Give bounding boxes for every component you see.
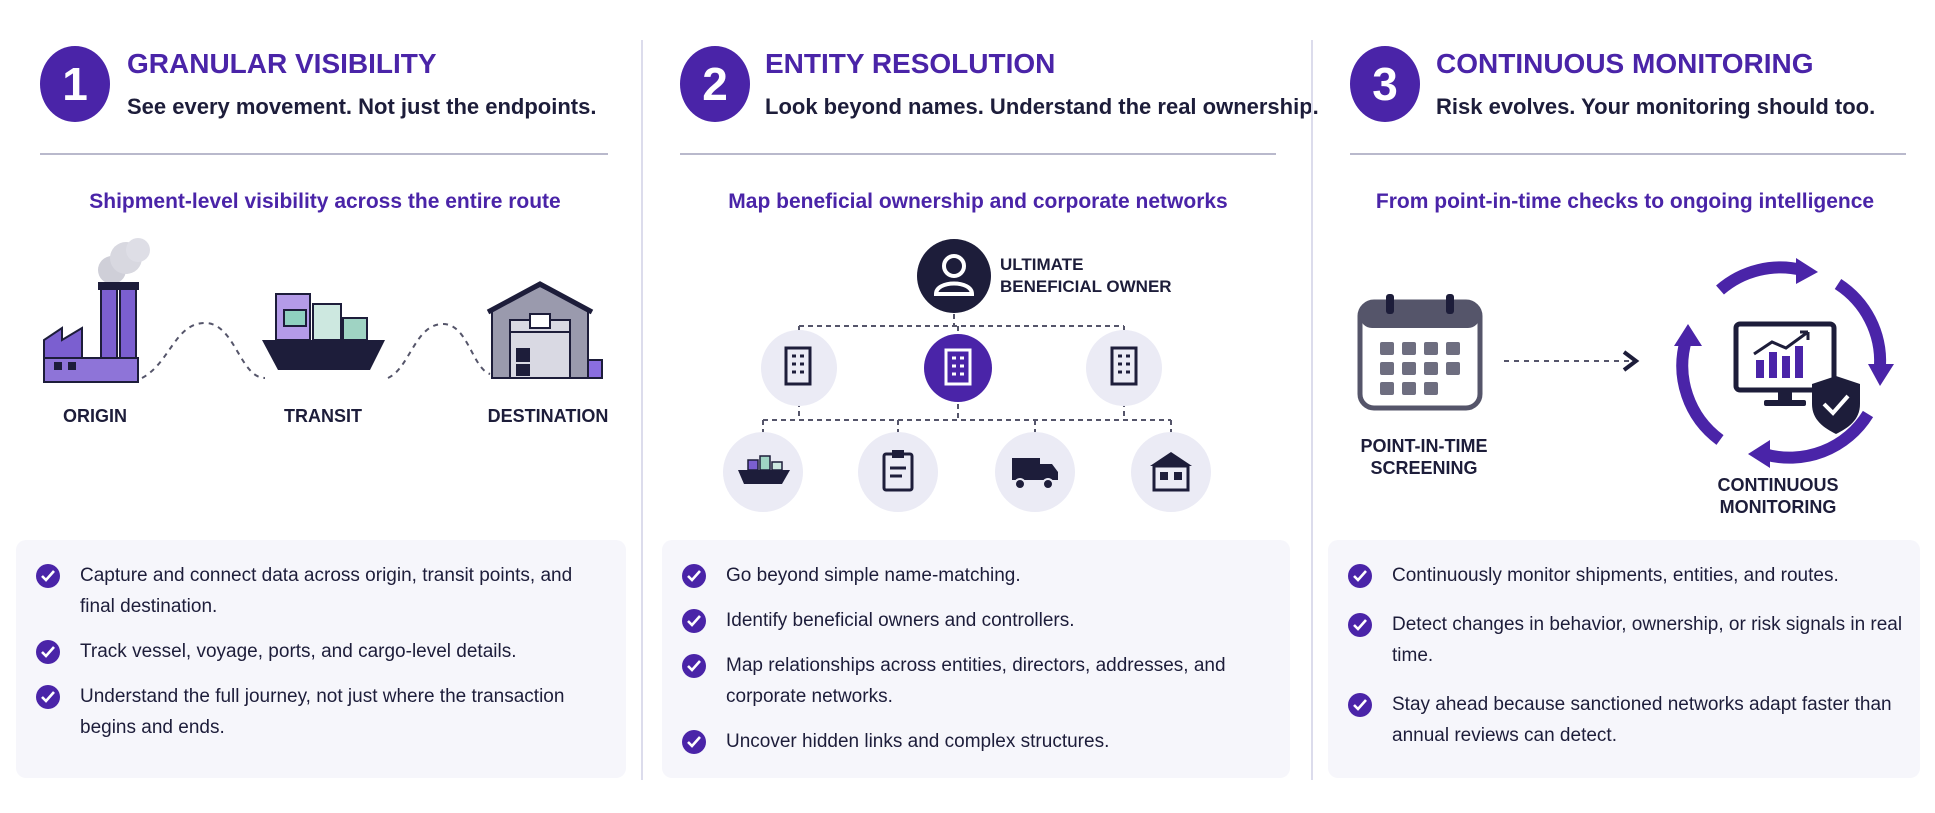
panel-subtitle: See every movement. Not just the endpoin… bbox=[127, 94, 597, 119]
panel-subtitle: Look beyond names. Understand the real o… bbox=[765, 94, 1319, 119]
monitoring-illustration bbox=[1357, 258, 1894, 468]
arrow-right-icon bbox=[1504, 350, 1640, 372]
panel-title: ENTITY RESOLUTION bbox=[765, 48, 1056, 79]
office-building-icon bbox=[1086, 330, 1162, 406]
panel-entity-resolution: 2 ENTITY RESOLUTION Look beyond names. U… bbox=[642, 0, 1319, 790]
check-icon bbox=[682, 564, 706, 588]
bullet-box: Capture and connect data across origin, … bbox=[16, 540, 626, 778]
bullet-box: Go beyond simple name-matching. Identify… bbox=[662, 540, 1290, 778]
check-icon bbox=[36, 685, 60, 709]
destination-label: DESTINATION bbox=[487, 406, 609, 426]
list-item: Detect changes in behavior, ownership, o… bbox=[1348, 609, 1906, 671]
check-icon bbox=[682, 609, 706, 633]
divider bbox=[40, 153, 608, 155]
ownership-network-diagram: ULTIMATE BENEFICIAL OWNER bbox=[723, 239, 1211, 512]
cargo-ship-icon bbox=[723, 432, 803, 512]
list-item: Continuously monitor shipments, entities… bbox=[1348, 560, 1906, 591]
section-heading: From point-in-time checks to ongoing int… bbox=[1375, 190, 1875, 213]
continuous-label-line2: MONITORING bbox=[1719, 497, 1837, 517]
office-building-icon bbox=[924, 334, 992, 402]
owner-label-line2: BENEFICIAL OWNER bbox=[1000, 277, 1172, 296]
delivery-truck-icon bbox=[995, 432, 1075, 512]
panel-title: CONTINUOUS MONITORING bbox=[1436, 48, 1814, 79]
bullet-list: Go beyond simple name-matching. Identify… bbox=[682, 560, 1276, 771]
section-heading: Map beneficial ownership and corporate n… bbox=[728, 190, 1228, 213]
check-icon bbox=[36, 564, 60, 588]
route-illustration bbox=[43, 238, 603, 383]
person-icon bbox=[917, 239, 991, 313]
cargo-ship-icon bbox=[262, 293, 385, 370]
clipboard-document-icon bbox=[858, 432, 938, 512]
panel-divider bbox=[1311, 40, 1313, 780]
step-number-badge: 2 bbox=[680, 46, 750, 122]
owner-label-line1: ULTIMATE bbox=[1000, 255, 1083, 274]
smoke-icon bbox=[98, 238, 150, 284]
check-icon bbox=[1348, 693, 1372, 717]
check-icon bbox=[682, 654, 706, 678]
check-icon bbox=[1348, 564, 1372, 588]
divider bbox=[680, 153, 1276, 155]
divider bbox=[1350, 153, 1906, 155]
point-in-time-label-line2: SCREENING bbox=[1370, 458, 1478, 478]
list-item: Uncover hidden links and complex structu… bbox=[682, 726, 1276, 757]
panel-continuous-monitoring: 3 CONTINUOUS MONITORING Risk evolves. Yo… bbox=[1312, 0, 1935, 790]
factory-icon bbox=[43, 282, 139, 383]
panel-subtitle: Risk evolves. Your monitoring should too… bbox=[1436, 94, 1876, 119]
panel-granular-visibility: 1 GRANULAR VISIBILITY See every movement… bbox=[0, 0, 640, 790]
transit-label: TRANSIT bbox=[284, 406, 362, 426]
list-item: Stay ahead because sanctioned networks a… bbox=[1348, 689, 1906, 751]
check-icon bbox=[36, 640, 60, 664]
point-in-time-label-line1: POINT-IN-TIME bbox=[1360, 436, 1488, 456]
storefront-building-icon bbox=[1131, 432, 1211, 512]
continuous-label-line1: CONTINUOUS bbox=[1717, 475, 1839, 495]
check-icon bbox=[1348, 613, 1372, 637]
list-item: Identify beneficial owners and controlle… bbox=[682, 605, 1276, 636]
panel-divider bbox=[641, 40, 643, 780]
panel-title: GRANULAR VISIBILITY bbox=[127, 48, 437, 79]
bullet-box: Continuously monitor shipments, entities… bbox=[1328, 540, 1920, 778]
step-number-badge: 3 bbox=[1350, 46, 1420, 122]
list-item: Understand the full journey, not just wh… bbox=[36, 681, 612, 743]
section-heading: Shipment-level visibility across the ent… bbox=[89, 190, 561, 213]
list-item: Track vessel, voyage, ports, and cargo-l… bbox=[36, 636, 612, 667]
warehouse-icon bbox=[486, 281, 603, 379]
bullet-list: Continuously monitor shipments, entities… bbox=[1348, 560, 1906, 765]
origin-label: ORIGIN bbox=[62, 406, 127, 426]
monitor-chart-shield-icon bbox=[1674, 258, 1894, 468]
list-item: Capture and connect data across origin, … bbox=[36, 560, 612, 622]
bullet-list: Capture and connect data across origin, … bbox=[36, 560, 612, 757]
calendar-icon bbox=[1357, 294, 1483, 411]
list-item: Go beyond simple name-matching. bbox=[682, 560, 1276, 591]
step-number-badge: 1 bbox=[40, 46, 110, 122]
office-building-icon bbox=[761, 330, 837, 406]
list-item: Map relationships across entities, direc… bbox=[682, 650, 1276, 712]
check-icon bbox=[682, 730, 706, 754]
